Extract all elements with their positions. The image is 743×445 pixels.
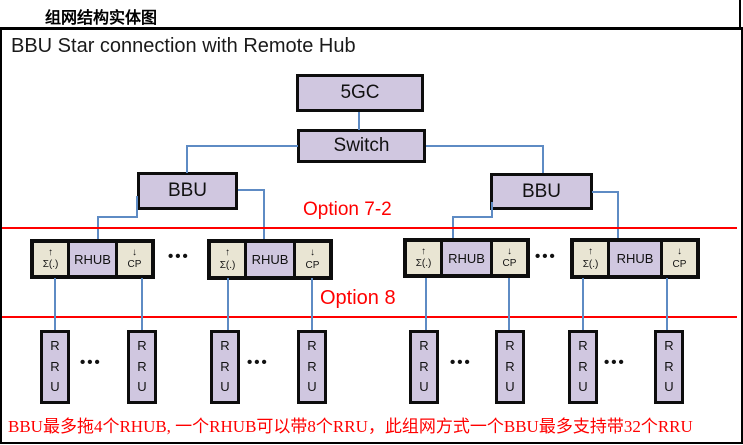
connector-line xyxy=(238,189,265,191)
connector-line xyxy=(141,278,143,331)
ellipsis: ••• xyxy=(604,354,626,371)
connector-line xyxy=(54,278,56,331)
rhub-group-4: ↑ Σ(.) RHUB ↓ CP xyxy=(570,238,700,279)
connector-line xyxy=(136,196,138,218)
connector-line xyxy=(426,145,544,147)
node-rru-4: R R U xyxy=(297,330,327,404)
option-7-2-divider-line xyxy=(2,227,737,229)
connector-line xyxy=(358,112,360,130)
node-bbu-label: BBU xyxy=(167,180,208,201)
rhub-cell: RHUB xyxy=(247,243,293,276)
connector-line xyxy=(582,278,584,331)
rhub-group-2: ↑ Σ(.) RHUB ↓ CP xyxy=(207,239,333,280)
connector-line xyxy=(666,278,668,331)
right-border-segment xyxy=(739,0,741,27)
capacity-footnote: BBU最多拖4个RHUB, 一个RHUB可以带8个RRU，此组网方式一个BBU最… xyxy=(8,417,693,436)
downlink-cp-cell: ↓ CP xyxy=(118,243,151,275)
connector-line xyxy=(425,278,427,331)
node-switch: Switch xyxy=(297,129,426,163)
connector-line xyxy=(97,216,138,218)
rhub-group-3: ↑ Σ(.) RHUB ↓ CP xyxy=(403,238,530,278)
downlink-cp-cell: ↓ CP xyxy=(296,243,329,276)
connector-line xyxy=(311,278,313,331)
connector-line xyxy=(263,189,265,240)
connector-line xyxy=(617,191,619,239)
connector-line xyxy=(227,278,229,331)
rhub-group-1: ↑ Σ(.) RHUB ↓ CP xyxy=(30,239,155,279)
uplink-sum-cell: ↑ Σ(.) xyxy=(574,242,607,275)
node-switch-label: Switch xyxy=(333,135,390,156)
ellipsis: ••• xyxy=(450,354,472,371)
rhub-cell: RHUB xyxy=(443,242,490,274)
node-rru-7: R R U xyxy=(568,330,598,404)
connector-line xyxy=(186,145,298,147)
page-title: 组网结构实体图 xyxy=(45,8,158,27)
uplink-sum-cell: ↑ Σ(.) xyxy=(407,242,440,274)
rhub-cell: RHUB xyxy=(70,243,115,275)
node-rru-6: R R U xyxy=(495,330,525,404)
uplink-sum-cell: ↑ Σ(.) xyxy=(34,243,67,275)
node-rru-8: R R U xyxy=(654,330,684,404)
diagram-title: BBU Star connection with Remote Hub xyxy=(11,35,356,57)
ellipsis: ••• xyxy=(168,248,190,265)
connector-line xyxy=(592,191,619,193)
node-bbu-right: BBU xyxy=(490,173,593,210)
node-5gc-label: 5GC xyxy=(340,82,380,103)
ellipsis: ••• xyxy=(535,248,557,265)
node-rru-2: R R U xyxy=(127,330,157,404)
diagram-frame xyxy=(0,27,743,444)
node-rru-3: R R U xyxy=(210,330,240,404)
node-rru-1: R R U xyxy=(40,330,70,404)
node-rru-5: R R U xyxy=(409,330,439,404)
connector-line xyxy=(542,145,544,173)
node-bbu-label: BBU xyxy=(521,180,562,202)
option-8-divider-line xyxy=(2,316,737,318)
rhub-cell: RHUB xyxy=(610,242,660,275)
option-7-2-label: Option 7-2 xyxy=(303,199,392,220)
connector-line xyxy=(452,216,493,218)
ellipsis: ••• xyxy=(247,354,269,371)
connector-line xyxy=(508,278,510,331)
connector-line xyxy=(186,145,188,173)
node-5gc: 5GC xyxy=(296,74,424,112)
connector-line xyxy=(491,202,493,218)
ellipsis: ••• xyxy=(80,354,102,371)
downlink-cp-cell: ↓ CP xyxy=(663,242,696,275)
node-bbu-left: BBU xyxy=(137,172,238,210)
option-8-label: Option 8 xyxy=(320,287,396,309)
downlink-cp-cell: ↓ CP xyxy=(493,242,526,274)
uplink-sum-cell: ↑ Σ(.) xyxy=(211,243,244,276)
